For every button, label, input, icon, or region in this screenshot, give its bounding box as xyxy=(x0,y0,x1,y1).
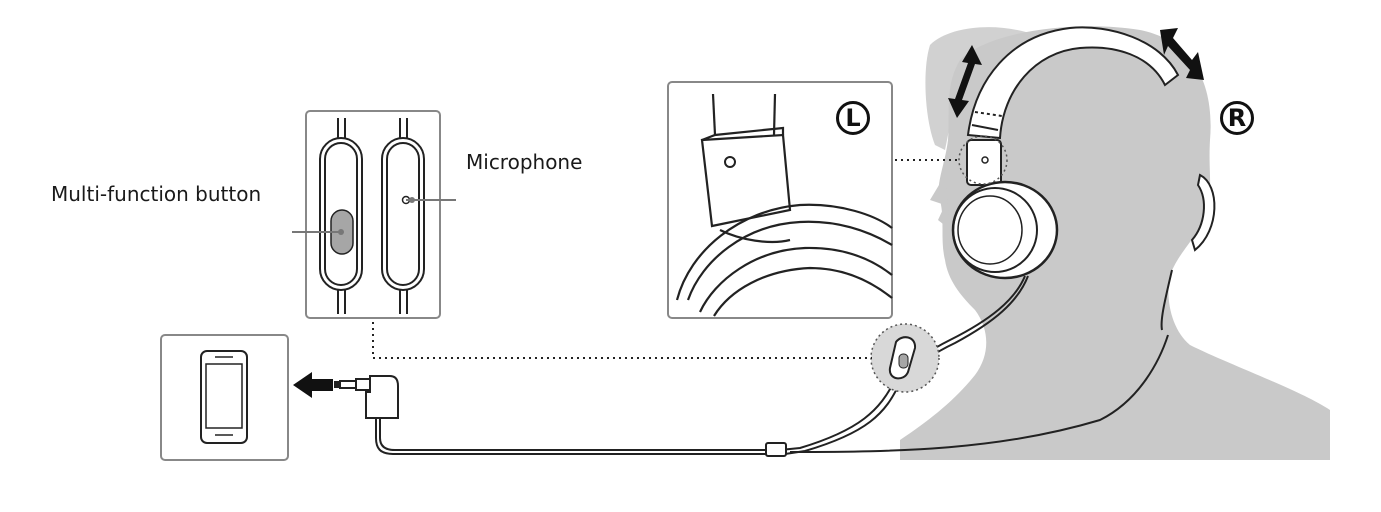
multi-function-button-label: Multi-function button xyxy=(51,182,262,206)
left-side-marker: L xyxy=(836,101,870,135)
left-ear-cup xyxy=(951,180,1059,280)
double-arrow-icon xyxy=(1160,28,1204,80)
headband xyxy=(966,26,1180,140)
right-side-marker: R xyxy=(1220,101,1254,135)
right-ear-cup xyxy=(1190,173,1216,252)
left-side-marker-letter: L xyxy=(845,104,861,132)
cable-splitter xyxy=(765,442,787,457)
right-side-marker-letter: R xyxy=(1227,104,1247,132)
left-closeup xyxy=(675,93,893,317)
remote-dotted-connector xyxy=(372,322,872,359)
arrow-left-icon xyxy=(293,372,333,398)
microphone-label: Microphone xyxy=(466,150,583,174)
smartphone-icon xyxy=(200,350,248,444)
headphone-cable xyxy=(779,269,1173,455)
audio-plug-icon xyxy=(334,375,399,419)
double-arrow-icon xyxy=(948,45,982,118)
plug-cable xyxy=(379,418,766,451)
